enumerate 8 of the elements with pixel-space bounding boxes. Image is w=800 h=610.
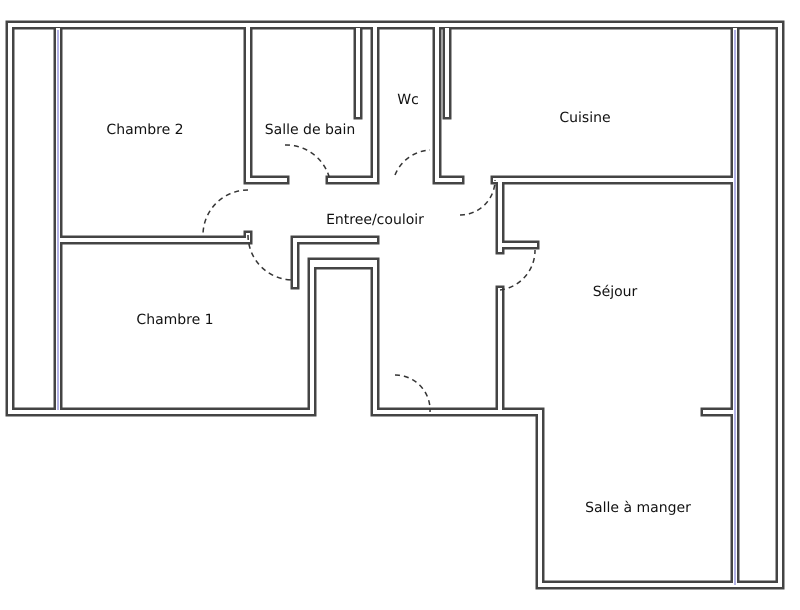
room-label: Wc: [397, 92, 419, 108]
room-label: Chambre 2: [106, 122, 184, 138]
room-label: Salle de bain: [264, 122, 356, 138]
room-label: Salle à manger: [585, 500, 691, 516]
room-label: Entree/couloir: [326, 212, 424, 228]
room-label: Séjour: [592, 284, 638, 300]
room-label: Chambre 1: [136, 312, 214, 328]
room-label: Cuisine: [559, 110, 611, 126]
